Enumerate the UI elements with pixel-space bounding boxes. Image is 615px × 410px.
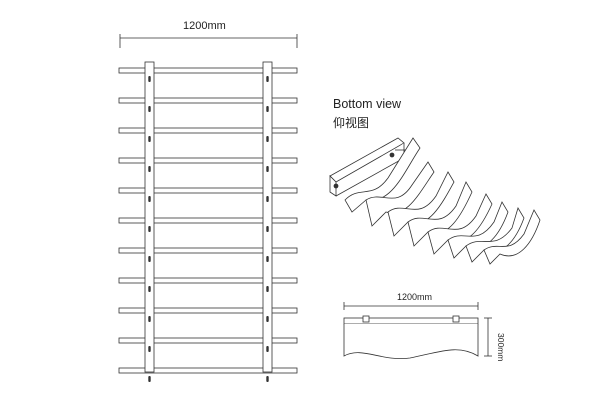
hanger-hole bbox=[148, 76, 151, 82]
hanger-hole bbox=[148, 346, 151, 352]
slat bbox=[118, 307, 298, 314]
hanger-hole bbox=[148, 136, 151, 142]
slat bbox=[118, 127, 298, 134]
hanger-hole bbox=[148, 106, 151, 112]
hanger-hole bbox=[266, 256, 269, 262]
width-dimension-line bbox=[119, 34, 298, 48]
hanger-hole bbox=[266, 136, 269, 142]
hanger-hole bbox=[266, 106, 269, 112]
hanger-hole bbox=[148, 286, 151, 292]
hanger-hole bbox=[266, 226, 269, 232]
overall-width-label: 1200mm bbox=[183, 20, 226, 32]
slat bbox=[118, 157, 298, 164]
hanger-hole bbox=[148, 316, 151, 322]
vertical-hanger-left bbox=[144, 61, 155, 373]
bottom-view-title: Bottom view bbox=[333, 97, 402, 111]
hanger-hole bbox=[148, 166, 151, 172]
slat bbox=[118, 277, 298, 284]
hanger-hole bbox=[266, 76, 269, 82]
slat bbox=[118, 337, 298, 344]
section-width-label: 1200mm bbox=[397, 292, 433, 302]
hanger-hole bbox=[266, 376, 269, 382]
section-height-label: 300mm bbox=[496, 333, 506, 362]
hanger-hole bbox=[148, 196, 151, 202]
slat bbox=[118, 67, 298, 74]
slat bbox=[118, 247, 298, 254]
slat bbox=[118, 217, 298, 224]
hanger-hole bbox=[148, 256, 151, 262]
slat-group bbox=[118, 67, 298, 374]
vertical-hanger-right bbox=[262, 61, 273, 373]
hanger-hole bbox=[148, 226, 151, 232]
slat bbox=[118, 97, 298, 104]
hanger-hole bbox=[266, 196, 269, 202]
hanger-hole bbox=[266, 346, 269, 352]
section-drawing bbox=[343, 302, 492, 360]
hanger-holes bbox=[148, 76, 269, 382]
hanger-hole bbox=[266, 316, 269, 322]
slat bbox=[118, 187, 298, 194]
bottom-view-illustration bbox=[329, 137, 541, 265]
hanger-hole bbox=[266, 166, 269, 172]
hanger-hole bbox=[148, 376, 151, 382]
bottom-view-title-chinese: 仰视图 bbox=[333, 116, 370, 130]
hanger-hole bbox=[266, 286, 269, 292]
slat bbox=[118, 367, 298, 374]
